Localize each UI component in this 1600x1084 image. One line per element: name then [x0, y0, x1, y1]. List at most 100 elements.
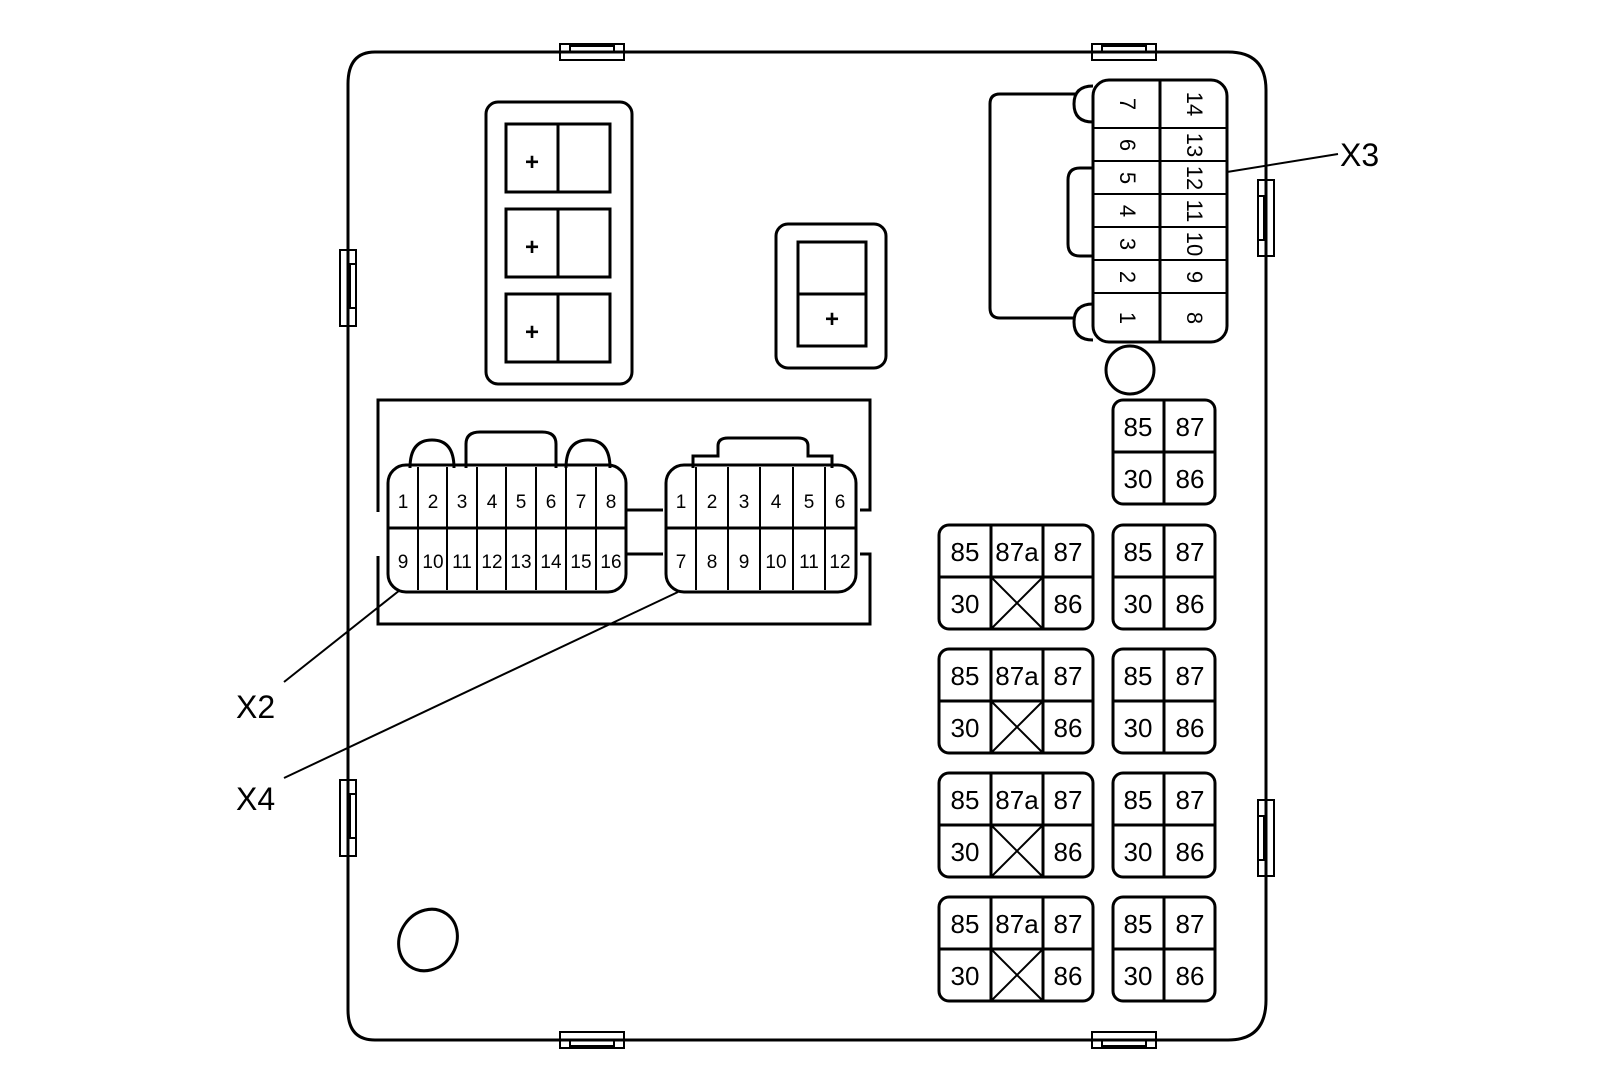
relay-terminal: 85	[1124, 412, 1153, 442]
large-fuse-3-plus: +	[525, 319, 539, 346]
relay-terminal: 87	[1176, 909, 1205, 939]
mounting-hole-round	[1104, 344, 1156, 396]
relay-terminal: 87a	[995, 661, 1039, 691]
clip-bottom-left-inner	[569, 1039, 615, 1047]
relay-terminal: 85	[951, 661, 980, 691]
x2-pin: 15	[570, 552, 591, 573]
relay-terminal: 86	[1054, 837, 1083, 867]
x2-pin: 14	[540, 552, 562, 573]
x4-pin: 5	[804, 492, 815, 513]
relay-terminal: 30	[951, 713, 980, 743]
x2-pin: 7	[576, 492, 587, 513]
relay-terminal: 87	[1054, 909, 1083, 939]
relay-terminal: 87	[1176, 412, 1205, 442]
large-fuse-2: +	[504, 207, 612, 279]
x3-inner-latch	[1066, 166, 1093, 258]
clip-right-top-inner	[1257, 195, 1265, 241]
relay-terminal: 30	[951, 837, 980, 867]
x2-pin: 4	[487, 492, 498, 513]
relay-terminal: 30	[1124, 589, 1153, 619]
relay-4pin-5: 85 87 30 86	[1111, 895, 1217, 1003]
x2-bottom-pins: 9 10 11 12 13 14 15 16	[398, 552, 622, 573]
large-fuse-1: +	[504, 122, 612, 194]
x4-column-dividers	[695, 467, 826, 590]
housing	[339, 43, 1275, 1049]
x3-pin: 10	[1182, 232, 1207, 256]
relay-5pin-1: 85 87a 87 30 86	[937, 523, 1095, 631]
clip-bottom-right-inner	[1101, 1039, 1147, 1047]
x3-pin: 6	[1115, 139, 1140, 151]
x3-bottom-nub	[1072, 302, 1094, 342]
relay-terminal: 30	[1124, 837, 1153, 867]
relay-terminal: 85	[1124, 661, 1153, 691]
relay-terminal: 30	[951, 589, 980, 619]
x3-pin: 5	[1115, 172, 1140, 184]
connector-x3: 7 6 5 4 3 2 1 14 13 12 11 10 9 8	[988, 78, 1229, 344]
x4-pin: 11	[799, 552, 819, 573]
clip-bottom-right	[1091, 1031, 1157, 1049]
x4-pin: 3	[739, 492, 750, 513]
relay-terminal: 87	[1054, 785, 1083, 815]
relay-terminal: 85	[951, 909, 980, 939]
relay-terminal: 86	[1176, 837, 1205, 867]
x3-leader-line	[1226, 153, 1339, 173]
relay-terminal: 30	[1124, 713, 1153, 743]
relay-terminal: 87	[1054, 661, 1083, 691]
relay-terminal: 87	[1054, 537, 1083, 567]
x4-pin: 12	[829, 552, 850, 573]
x2-pin: 11	[452, 552, 472, 573]
x4-pin: 9	[739, 552, 750, 573]
x2-pin: 3	[457, 492, 468, 513]
x3-left-pins: 7 6 5 4 3 2 1	[1115, 98, 1140, 324]
relay-terminal: 87	[1176, 537, 1205, 567]
relay-terminal: 87a	[995, 785, 1039, 815]
relay-terminal: 86	[1054, 713, 1083, 743]
x3-pin: 4	[1115, 205, 1140, 217]
clip-left-bottom-inner	[349, 793, 357, 839]
x3-top-nub	[1072, 84, 1094, 124]
x4-top-pins: 1 2 3 4 5 6	[676, 492, 846, 513]
x3-pin: 1	[1115, 312, 1140, 324]
relay-terminal: 87	[1176, 785, 1205, 815]
x2-column-dividers	[417, 467, 597, 590]
relay-cross-b	[990, 824, 1044, 878]
x4-leader-line	[283, 591, 679, 779]
carrier-bottom-bracket	[376, 552, 872, 626]
relay-terminal: 85	[951, 537, 980, 567]
x4-bottom-pins: 7 8 9 10 11 12	[676, 552, 851, 573]
relay-terminal: 85	[1124, 785, 1153, 815]
clip-right-bottom-inner	[1257, 815, 1265, 861]
relay-terminal: 86	[1176, 464, 1205, 494]
x4-pin: 2	[707, 492, 718, 513]
relay-cross-b	[990, 700, 1044, 754]
connector-x2: 1 2 3 4 5 6 7 8 9 10 11 12 13 14 15 16	[386, 430, 628, 594]
x4-callout-label: X4	[236, 781, 275, 817]
clip-top-right	[1091, 43, 1157, 61]
clip-top-left-inner	[569, 45, 615, 53]
x2-pin: 9	[398, 552, 409, 573]
x2-pin: 5	[516, 492, 527, 513]
relay-4pin-2: 85 87 30 86	[1111, 523, 1217, 631]
relay-terminal: 86	[1054, 961, 1083, 991]
x2-pin: 2	[428, 492, 439, 513]
large-fuse-block: + + +	[484, 100, 634, 386]
relay-4pin-1: 85 87 30 86	[1111, 398, 1217, 506]
relay-terminal: 30	[1124, 464, 1153, 494]
x2-pin: 12	[481, 552, 502, 573]
relay-4pin-3: 85 87 30 86	[1111, 647, 1217, 755]
relay-5pin-4: 85 87a 87 30 86	[937, 895, 1095, 1003]
x2-pin: 1	[398, 492, 409, 513]
x2-leader-line	[283, 589, 401, 683]
x3-pin: 8	[1182, 312, 1207, 324]
x4-pin: 4	[771, 492, 782, 513]
relay-5pin-2: 85 87a 87 30 86	[937, 647, 1095, 755]
mounting-hole-oval	[397, 907, 459, 973]
x3-outer-latch	[988, 92, 1075, 320]
housing-outline	[346, 50, 1268, 1042]
small-fuse-plus: +	[825, 306, 839, 333]
relay-5pin-3: 85 87a 87 30 86	[937, 771, 1095, 879]
x3-pin: 12	[1182, 166, 1207, 190]
x2-latch-center	[464, 430, 558, 468]
x3-row-dividers	[1093, 127, 1227, 294]
